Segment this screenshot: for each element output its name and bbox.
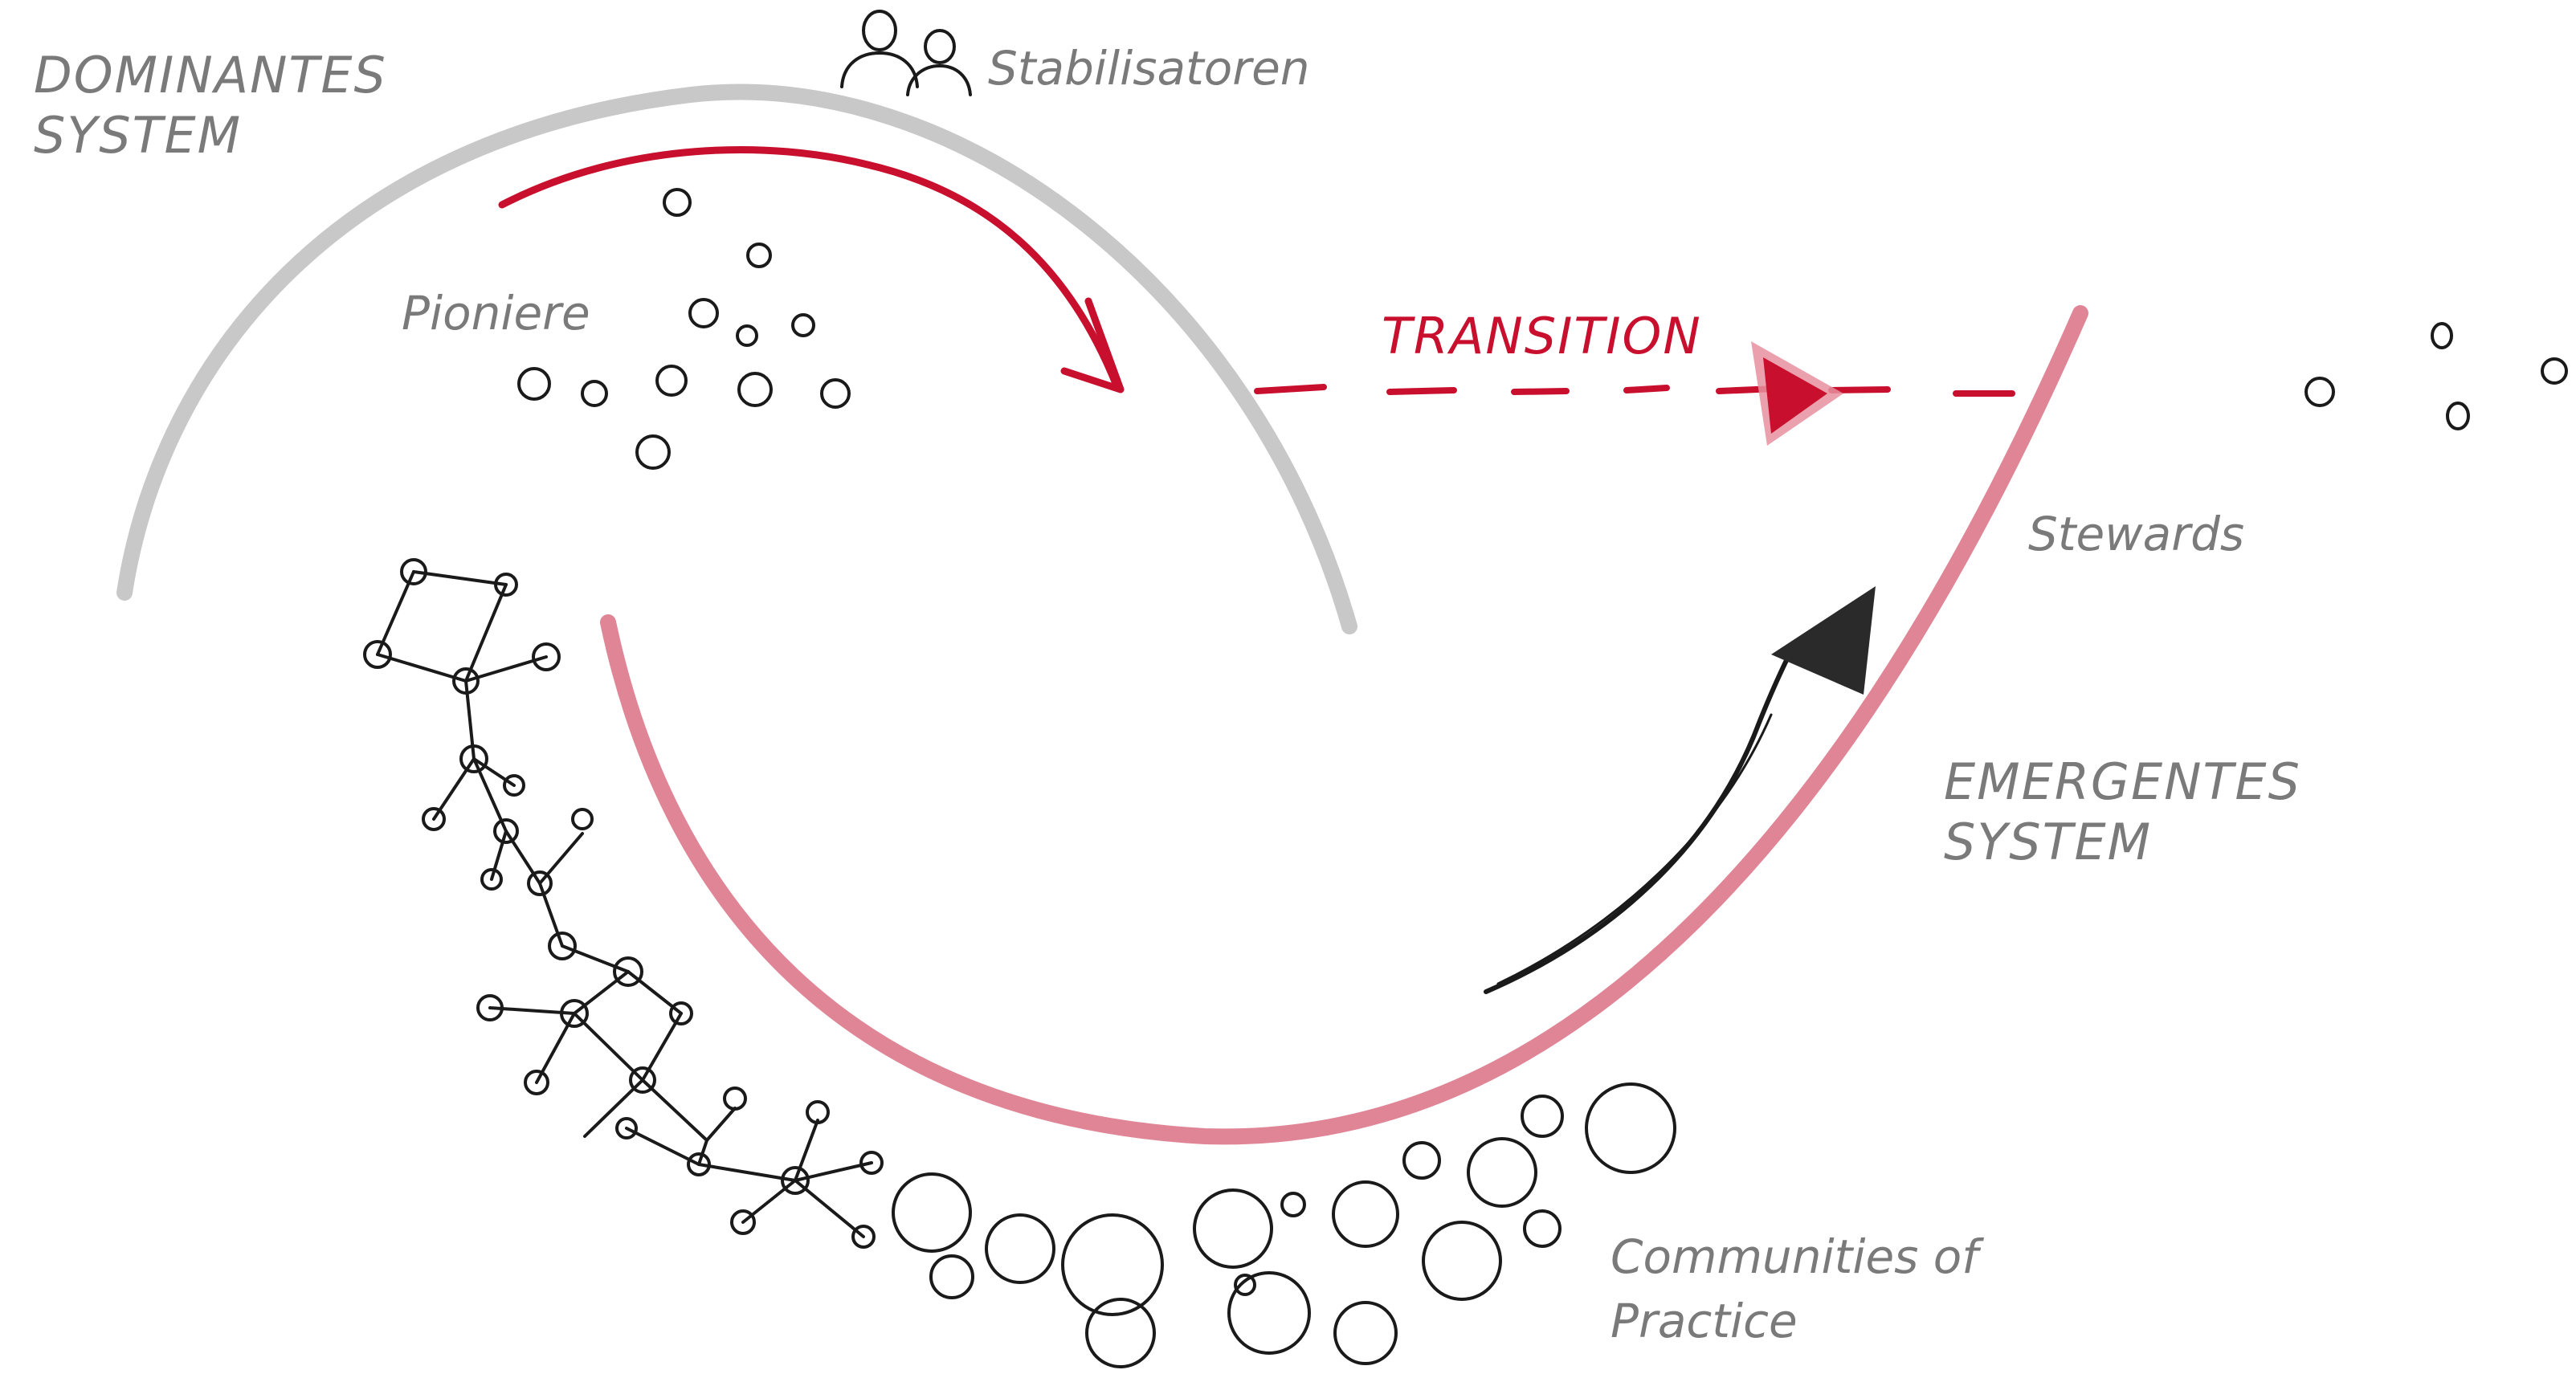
emergent-system-label: EMERGENTES [1944,752,2301,811]
stewards-label: Stewards [2028,507,2244,561]
stabilizers-label: Stabilisatoren [988,41,1310,96]
emergent-system-arc [600,305,2088,1145]
dominant-system-label: DOMINANTES [34,46,387,104]
emergent-system-label-2: SYSTEM [1944,813,2152,871]
transition-dashed-line [1254,384,2015,397]
communities-label: Communities of [1611,1229,1984,1284]
pioneer-curve-arrow [498,146,1125,393]
communities-label-2: Practice [1611,1294,1798,1348]
stewards-arrow-icon [1484,586,1876,994]
dominant-system-arc [116,84,1357,634]
community-circles [892,1082,1676,1368]
outside-circles [2305,322,2568,430]
pioneers-label: Pioniere [402,286,590,340]
person-pair-icon [840,10,972,96]
transition-arrowhead-icon [1751,341,1843,446]
transition-label: TRANSITION [1382,307,1702,365]
pioneer-circles [517,188,851,470]
node-network [363,558,884,1249]
dominant-system-label-2: SYSTEM [34,106,242,165]
